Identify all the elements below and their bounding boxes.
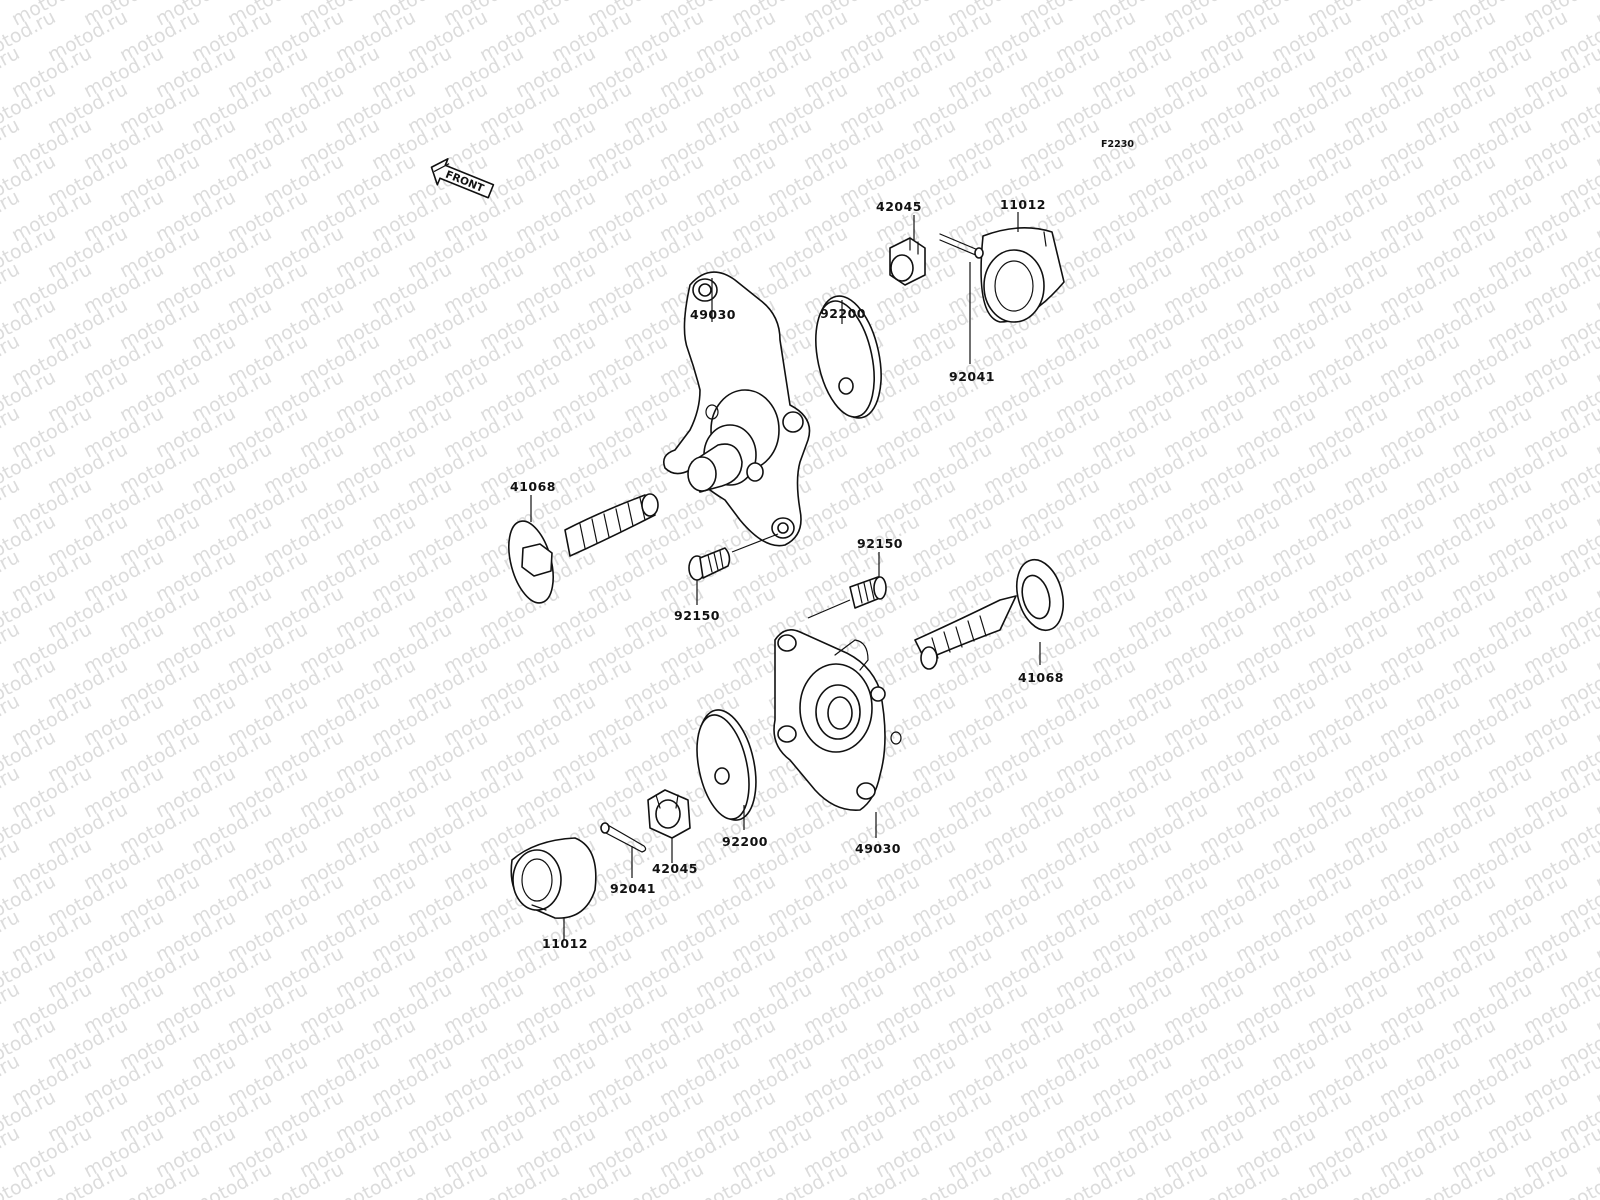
label-washer-lower: 92200 (722, 834, 768, 849)
label-hub-upper: 49030 (690, 307, 736, 322)
label-nut-lower: 42045 (652, 861, 698, 876)
label-pin-upper: 92041 (949, 369, 995, 384)
label-stud-upper: 92150 (674, 608, 720, 623)
label-pin-lower: 92041 (610, 881, 656, 896)
label-washer-upper: 92200 (820, 306, 866, 321)
watermark-text: motod.ru (1592, 0, 1600, 30)
label-hub-lower: 49030 (855, 841, 901, 856)
label-nut-upper: 42045 (876, 199, 922, 214)
nut-upper (889, 237, 926, 286)
label-stud-lower: 92150 (857, 536, 903, 551)
label-axle-upper: 41068 (510, 479, 556, 494)
label-axle-lower: 41068 (1018, 670, 1064, 685)
figure-code: F2230 (1101, 139, 1134, 150)
label-cap-lower: 11012 (542, 936, 588, 951)
label-cap-upper: 11012 (1000, 197, 1046, 212)
